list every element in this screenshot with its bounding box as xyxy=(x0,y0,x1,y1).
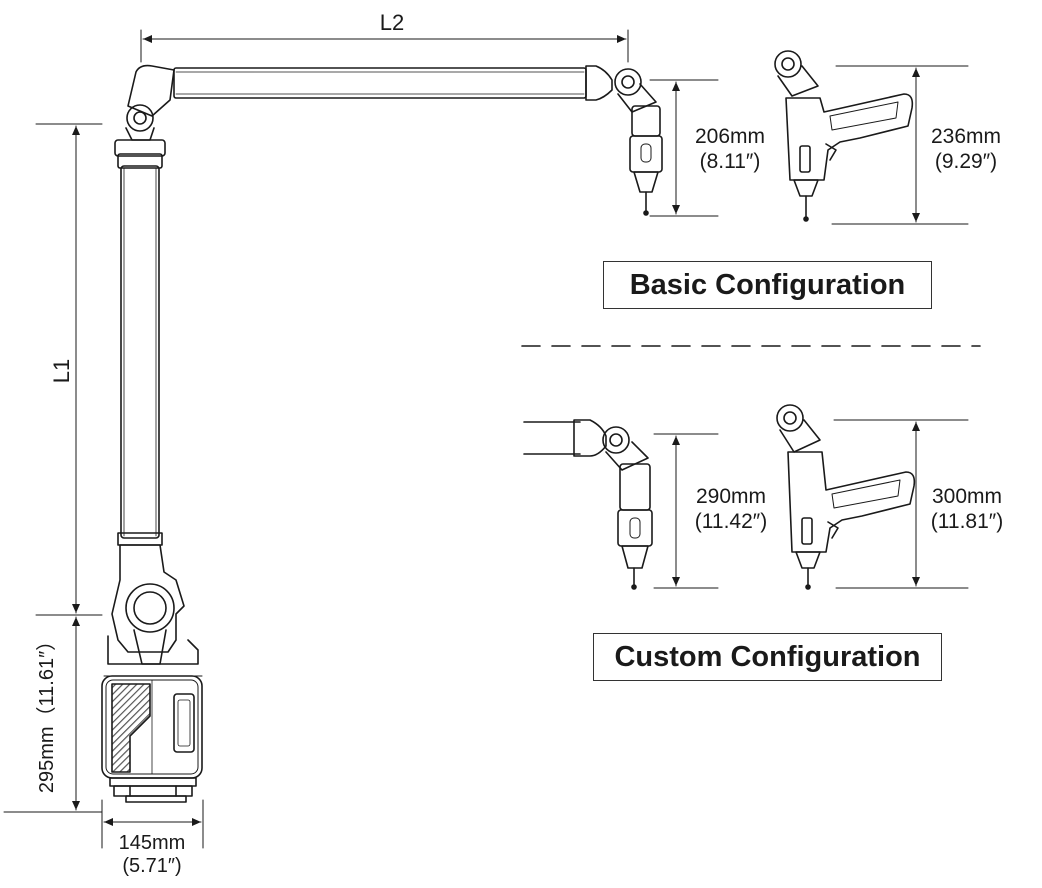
basic-probe-in-label: (8.11″) xyxy=(699,150,761,173)
custom-probe-in-label: (11.42″) xyxy=(694,510,768,533)
arm-elbow-lower xyxy=(103,544,203,677)
custom-scanner-mm-label: 300mm xyxy=(931,485,1003,508)
basic-scanner-in-label: (9.29″) xyxy=(934,150,998,173)
basic-configuration-title: Basic Configuration xyxy=(603,261,932,309)
basic-probe xyxy=(614,68,663,216)
custom-scanner xyxy=(776,404,916,590)
l1-label: L1 xyxy=(49,358,74,384)
basic-probe-mm-label: 206mm xyxy=(694,125,766,148)
custom-probe-mm-label: 290mm xyxy=(695,485,767,508)
dimension-l1 xyxy=(35,123,103,616)
base-width-mm-label: 145mm xyxy=(118,832,186,854)
base-width-in-label: (5.71″) xyxy=(122,855,182,877)
custom-probe-dimension xyxy=(653,433,719,589)
arm-vertical-tube xyxy=(114,139,166,546)
arm-shoulder-joint xyxy=(125,64,175,141)
custom-scanner-dimension xyxy=(833,419,969,589)
arm-horizontal-tube xyxy=(173,65,613,101)
l2-label: L2 xyxy=(379,10,405,35)
basic-scanner-dimension xyxy=(831,65,969,225)
base-height-label: 295mm（11.61″） xyxy=(36,630,58,794)
custom-scanner-in-label: (11.81″) xyxy=(930,510,1004,533)
custom-configuration-title: Custom Configuration xyxy=(593,633,942,681)
dimension-base-height xyxy=(3,616,103,813)
basic-scanner xyxy=(774,50,914,222)
dimension-base-width xyxy=(101,799,204,849)
basic-scanner-mm-label: 236mm xyxy=(930,125,1002,148)
arm-base xyxy=(101,675,203,803)
custom-probe xyxy=(523,419,653,590)
dimension-l2 xyxy=(140,29,629,63)
basic-probe-dimension xyxy=(649,79,719,217)
